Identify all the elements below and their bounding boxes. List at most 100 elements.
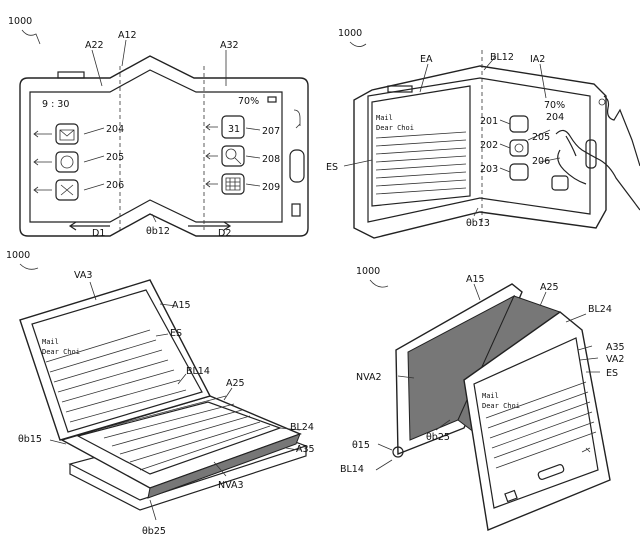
label-theta-15: θ15 xyxy=(352,440,370,451)
notes-glyph-icon xyxy=(60,184,74,196)
label-BL14: BL14 xyxy=(186,366,210,377)
mail-title-bl: Mail xyxy=(42,338,59,346)
status-time: 9 : 30 xyxy=(42,99,69,110)
leader-lines xyxy=(83,127,261,191)
label-BL24-bl: BL24 xyxy=(290,422,314,433)
back-icon xyxy=(293,109,301,129)
ref-arrow-br xyxy=(369,279,389,288)
label-BL24-br: BL24 xyxy=(588,304,612,315)
ref-1000: 1000 xyxy=(8,16,32,27)
ref-arrow-tr xyxy=(349,41,367,47)
device-outline xyxy=(19,55,309,237)
mail-icon xyxy=(55,123,79,145)
label-201: 201 xyxy=(480,116,498,127)
arrow-D2 xyxy=(188,221,232,231)
label-VA3: VA3 xyxy=(74,270,92,281)
label-NVA3: NVA3 xyxy=(218,480,244,491)
label-202: 202 xyxy=(480,140,498,151)
ref-1000-br: 1000 xyxy=(356,266,380,277)
home-button xyxy=(289,149,305,183)
home-button-tr xyxy=(585,139,597,169)
email-window xyxy=(371,85,471,207)
display-area-tr xyxy=(367,77,591,223)
camera-icon xyxy=(55,151,79,173)
menu-button xyxy=(291,203,301,217)
calculator-icon xyxy=(221,173,245,195)
side-button-tr xyxy=(387,85,413,93)
figure-top-left: 1000 9 : 30 70% 31 A22 A1 xyxy=(8,16,309,239)
home-button-br xyxy=(537,464,565,480)
mail-greeting-bl: Dear Choi xyxy=(42,348,80,356)
label-A22: A22 xyxy=(85,40,104,51)
label-D1: D1 xyxy=(92,228,105,239)
label-theta-b13: θb13 xyxy=(466,218,490,229)
ref-arrow xyxy=(21,29,41,45)
right-arrows xyxy=(205,123,218,188)
calendar-day: 31 xyxy=(228,124,240,135)
search-icon xyxy=(221,145,245,167)
label-205: 205 xyxy=(106,152,124,163)
mail-greeting-br: Dear Choi xyxy=(482,402,520,410)
label-208: 208 xyxy=(262,154,280,165)
label-theta-b25-bl: θb25 xyxy=(142,526,166,537)
device-outline-tr xyxy=(353,65,607,239)
lower-lines xyxy=(95,395,271,471)
mail-title-br: Mail xyxy=(482,392,499,400)
side-button xyxy=(57,71,85,79)
front-lines-br xyxy=(485,381,597,469)
upper-display xyxy=(31,289,203,433)
label-A35-br: A35 xyxy=(606,342,625,353)
label-A32: A32 xyxy=(220,40,239,51)
battery-icon xyxy=(267,96,277,103)
label-IA2: IA2 xyxy=(530,54,545,65)
ref-arrow-bl xyxy=(19,263,39,270)
label-207: 207 xyxy=(262,126,280,137)
label-NVA2: NVA2 xyxy=(356,372,382,383)
label-ES-bl: ES xyxy=(170,328,182,339)
figure-bottom-left: 1000 Mail Dear Choi VA3 A15 ES BL14 A25 … xyxy=(6,250,315,537)
finger-hand xyxy=(555,129,640,211)
rear-display-nva3 xyxy=(147,433,301,499)
top-leaders xyxy=(91,39,227,87)
label-203: 203 xyxy=(480,164,498,175)
email-lines-tr xyxy=(375,131,467,195)
label-A15-br: A15 xyxy=(466,274,485,285)
battery-text: 70% xyxy=(238,96,259,107)
notes-icon-tr xyxy=(551,175,569,191)
back-icon-br xyxy=(581,447,591,453)
label-205-tr: 205 xyxy=(532,132,550,143)
hinge-br xyxy=(392,446,404,458)
label-theta-b12: θb12 xyxy=(146,226,170,237)
arrow-D1 xyxy=(68,221,110,231)
mail-greeting-tr: Dear Choi xyxy=(376,124,414,132)
figure-top-right: 1000 Mail Dear Choi 70% EA BL12 IA2 ES 2… xyxy=(326,28,640,239)
label-EA: EA xyxy=(420,54,433,65)
upper-lines xyxy=(45,329,187,423)
calendar-icon xyxy=(221,115,245,139)
menu-button-br xyxy=(504,489,518,503)
notes-icon xyxy=(55,179,79,201)
label-ES-tr: ES xyxy=(326,162,338,173)
label-A25-br: A25 xyxy=(540,282,559,293)
label-D2: D2 xyxy=(218,228,231,239)
label-ES-br: ES xyxy=(606,368,618,379)
leaders-br xyxy=(375,283,600,471)
figure-bottom-right: 1000 Mail Dear Choi A15 A25 BL24 A35 VA2… xyxy=(340,266,625,531)
label-BL14-br: BL14 xyxy=(340,464,364,475)
display-area xyxy=(29,69,283,223)
label-206-tr: 206 xyxy=(532,156,550,167)
label-209: 209 xyxy=(262,182,280,193)
label-theta-b15: θb15 xyxy=(18,434,42,445)
label-BL12: BL12 xyxy=(490,52,514,63)
holding-hand xyxy=(603,95,640,167)
label-A12: A12 xyxy=(118,30,137,41)
camera-lens-icon xyxy=(60,155,74,169)
leaders-bl xyxy=(49,281,301,521)
mail-envelope-icon xyxy=(59,129,75,141)
ref-1000-bl: 1000 xyxy=(6,250,30,261)
label-VA2: VA2 xyxy=(606,354,624,365)
label-A25-bl: A25 xyxy=(226,378,245,389)
ref-1000-tr: 1000 xyxy=(338,28,362,39)
label-A35-bl: A35 xyxy=(296,444,315,455)
